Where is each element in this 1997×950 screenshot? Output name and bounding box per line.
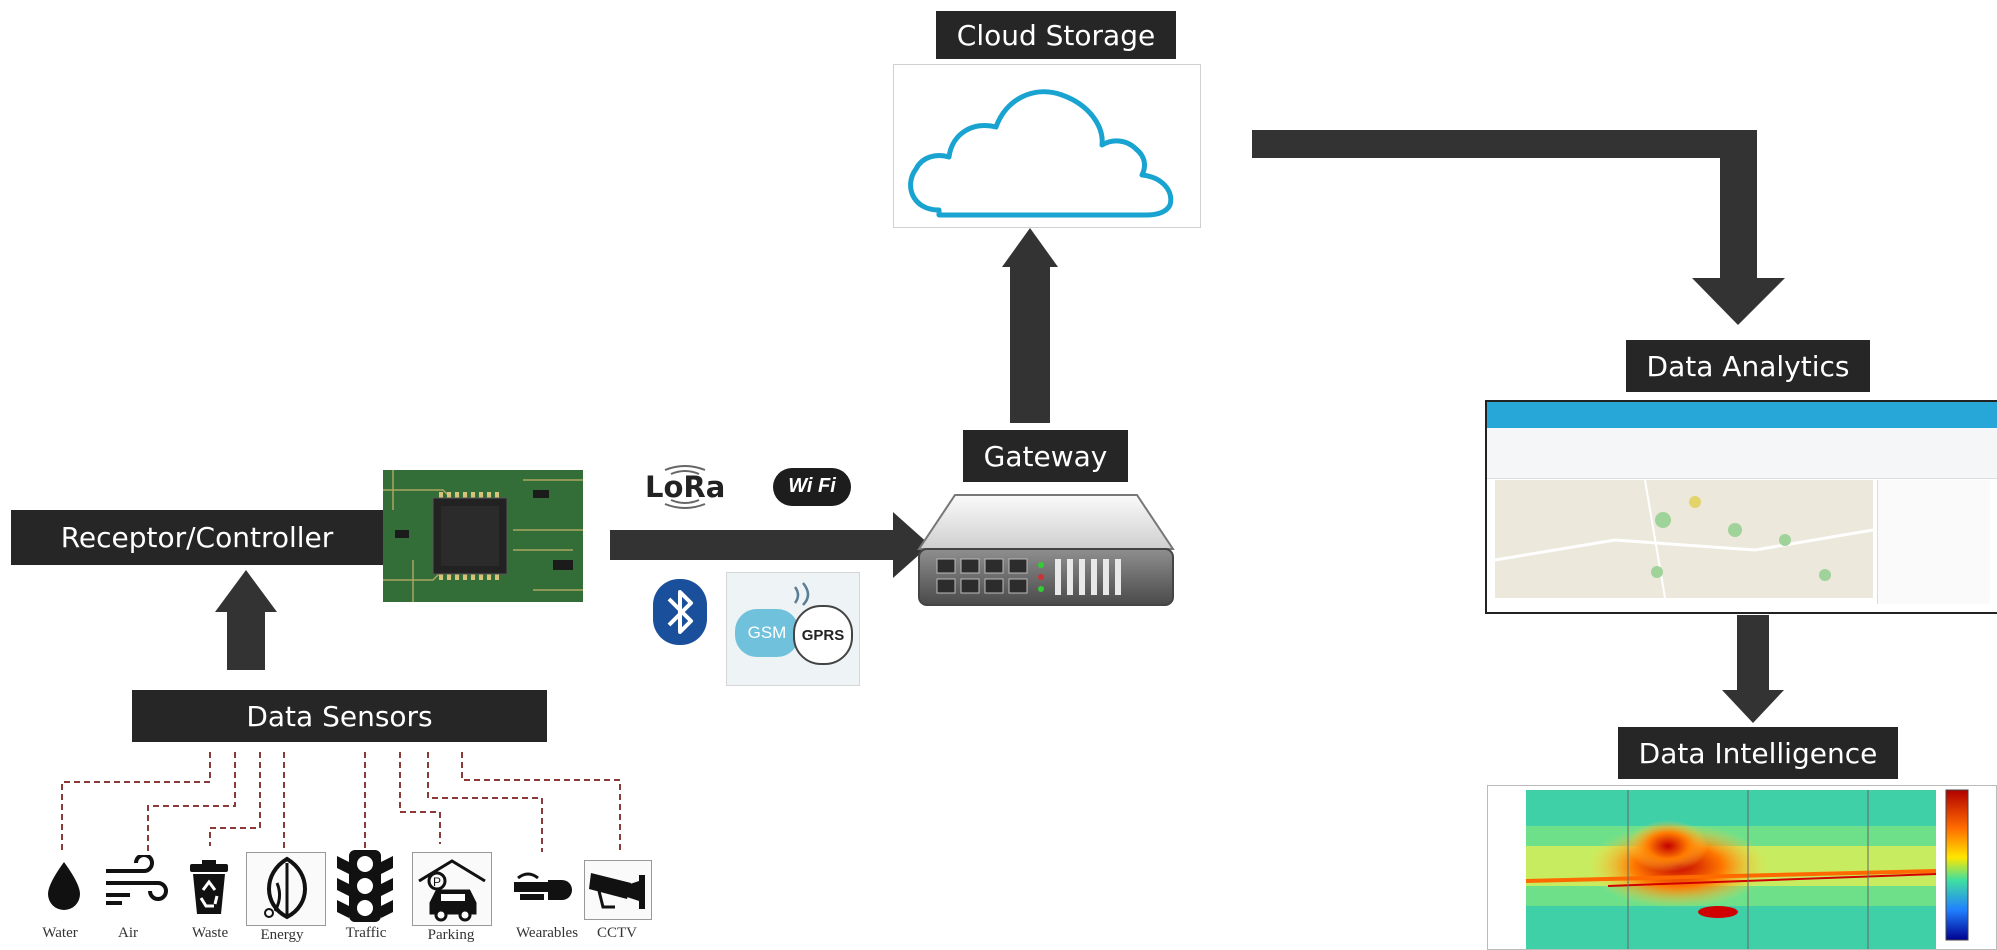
parking-icon: P — [412, 852, 492, 926]
gsm-text: GSM — [735, 609, 799, 657]
wifi-logo: Wi Fi — [773, 468, 851, 506]
sensor-label-waste: Waste — [191, 925, 229, 941]
traffic-light-icon — [335, 848, 395, 924]
sensor-label-parking: Parking — [427, 927, 475, 943]
svg-text:P: P — [433, 875, 441, 889]
arrow-sensors-to-receptor — [215, 570, 277, 670]
wearable-icon — [510, 860, 574, 910]
sensor-dashed-links — [61, 752, 621, 852]
sensor-label-air: Air — [118, 925, 138, 941]
analytics-dashboard-screenshot — [1485, 400, 1997, 614]
arrow-analytics-to-intelligence — [1722, 615, 1784, 723]
dashboard-top-bar — [1487, 402, 1997, 428]
lora-text: LoRa — [645, 470, 726, 504]
sensor-label-wearables: Wearables — [515, 925, 579, 941]
signal-waves-icon — [793, 582, 810, 606]
receptor-controller-label: Receptor/Controller — [11, 510, 383, 565]
circuit-board-chip-image — [383, 470, 583, 602]
cctv-camera-icon — [584, 860, 652, 920]
dashboard-map — [1495, 480, 1873, 598]
gsm-gprs-badge: GSM GPRS — [726, 572, 860, 686]
leaf-energy-icon — [246, 852, 326, 926]
wind-icon — [100, 855, 172, 911]
heatmap-image — [1487, 785, 1997, 950]
gprs-text: GPRS — [793, 605, 853, 665]
sensor-label-cctv: CCTV — [596, 925, 637, 941]
dashboard-summary-strip — [1487, 428, 1997, 479]
cloud-storage-label: Cloud Storage — [936, 11, 1176, 59]
wifi-text: Wi Fi — [788, 475, 836, 497]
bluetooth-icon — [651, 577, 709, 647]
sensor-label-traffic: Traffic — [345, 925, 387, 941]
cloud-storage-panel — [893, 64, 1201, 228]
arrow-cloud-to-analytics — [1252, 130, 1785, 325]
data-sensors-label: Data Sensors — [132, 690, 547, 742]
sensor-label-water: Water — [42, 925, 78, 941]
cloud-icon — [908, 89, 1174, 218]
sensor-label-energy: Energy — [260, 927, 304, 943]
recycle-bin-icon — [184, 860, 234, 916]
lora-logo: LoRa — [645, 462, 745, 510]
data-analytics-label: Data Analytics — [1626, 340, 1870, 392]
gateway-device-icon — [915, 487, 1177, 612]
dashboard-side-panel — [1877, 480, 1990, 604]
arrow-gateway-to-cloud — [1002, 228, 1058, 423]
arrow-receptor-to-gateway — [610, 512, 930, 578]
gateway-label: Gateway — [963, 430, 1128, 482]
data-intelligence-label: Data Intelligence — [1618, 727, 1898, 779]
water-drop-icon — [40, 858, 88, 910]
